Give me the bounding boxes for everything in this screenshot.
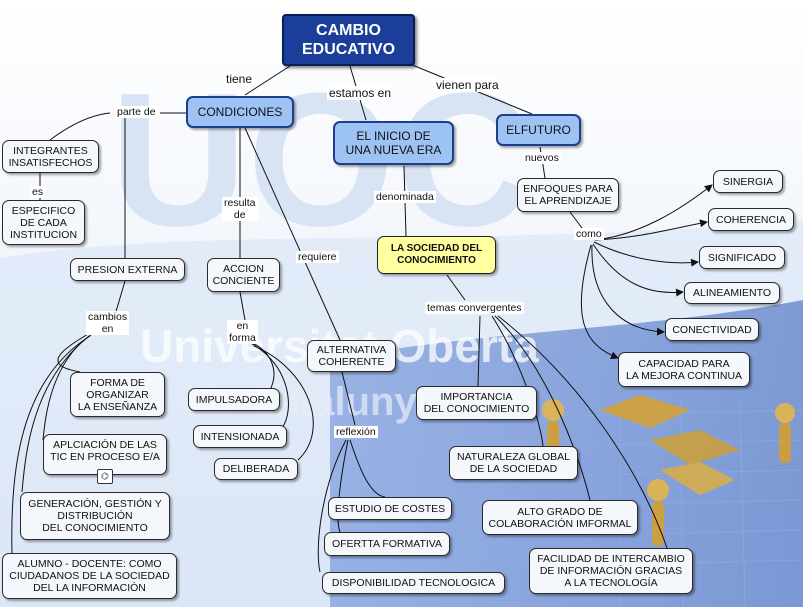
concept-sociedad-conocimiento[interactable]: LA SOCIEDAD DEL CONOCIMIENTO <box>377 236 496 274</box>
link-label-vienen-para: vienen para <box>434 78 501 92</box>
link-label-requiere: requiere <box>296 251 339 263</box>
node-generacion-gestion[interactable]: GENERACIÓN, GESTIÓN Y DISTRIBUCIÓN DEL C… <box>20 492 170 540</box>
node-impulsadora[interactable]: IMPULSADORA <box>188 388 280 411</box>
link-label-como: como <box>574 228 604 240</box>
node-ofertta-formativa[interactable]: OFERTTA FORMATIVA <box>324 532 450 556</box>
link-label-denominada: denominada <box>374 191 436 203</box>
node-alumno-docente[interactable]: ALUMNO - DOCENTE: COMO CIUDADANOS DE LA … <box>2 553 177 599</box>
node-coherencia[interactable]: COHERENCIA <box>708 208 794 231</box>
node-disponibilidad-tecnologica[interactable]: DISPONIBILIDAD TECNOLOGICA <box>322 572 505 594</box>
node-naturaleza-global[interactable]: NATURALEZA GLOBAL DE LA SOCIEDAD <box>449 446 578 480</box>
node-significado[interactable]: SIGNIFICADO <box>699 246 785 269</box>
link-label-es: es <box>30 186 46 198</box>
node-presion-externa[interactable]: PRESION EXTERNA <box>70 258 185 281</box>
node-enfoques-aprendizaje[interactable]: ENFOQUES PARA EL APRENDIZAJE <box>517 178 619 212</box>
node-intensionada[interactable]: INTENSIONADA <box>193 425 287 448</box>
link-label-cambios-en: cambios en <box>86 311 130 335</box>
node-sinergia[interactable]: SINERGIA <box>713 170 783 193</box>
concept-condiciones[interactable]: CONDICIONES <box>186 96 294 128</box>
link-label-nuevos: nuevos <box>523 152 561 164</box>
concept-elfuturo[interactable]: ELFUTURO <box>496 114 581 146</box>
link-label-en-forma: en forma <box>227 320 258 344</box>
node-importancia-conocimiento[interactable]: IMPORTANCIA DEL CONOCIMIENTO <box>416 386 537 420</box>
node-alineamiento[interactable]: ALINEAMIENTO <box>684 282 780 304</box>
node-conectividad[interactable]: CONECTIVIDAD <box>665 318 759 341</box>
node-estudio-costes[interactable]: ESTUDIO DE COSTES <box>328 497 452 520</box>
node-facilidad-intercambio[interactable]: FACILIDAD DE INTERCAMBIO DE INFORMACIÓN … <box>529 548 693 594</box>
main-title-node[interactable]: CAMBIO EDUCATIVO <box>282 14 415 66</box>
concept-inicio-nueva-era[interactable]: EL INICIO DE UNA NUEVA ERA <box>333 121 454 165</box>
node-alto-grado[interactable]: ALTO GRADO DE COLABORACIÓN IMFORMAL <box>482 500 638 535</box>
node-aplicacion-tic[interactable]: APLCIACIÓN DE LAS TIC EN PROCESO E/A <box>43 434 167 475</box>
node-especifico[interactable]: ESPECIFICO DE CADA INSTITUCION <box>2 200 85 245</box>
link-label-estamos-en: estamos en <box>327 86 394 100</box>
node-capacidad-mejora[interactable]: CAPACIDAD PARA LA MEJORA CONTINUA <box>618 352 750 387</box>
hierarchy-icon[interactable]: ⌬ <box>97 469 113 484</box>
node-integrantes[interactable]: INTEGRANTES INSATISFECHOS <box>2 140 99 173</box>
link-label-tiene: tiene <box>224 72 255 86</box>
node-forma-organizar[interactable]: FORMA DE ORGANIZAR LA ENSEÑANZA <box>70 372 165 417</box>
link-label-parte-de: parte de <box>115 106 158 118</box>
node-accion-conciente[interactable]: ACCION CONCIENTE <box>207 258 280 292</box>
link-label-resulta-de: resulta de <box>222 197 258 221</box>
node-alternativa-coherente[interactable]: ALTERNATIVA COHERENTE <box>307 340 396 372</box>
node-deliberada[interactable]: DELIBERADA <box>214 458 298 480</box>
link-label-temas-convergentes: temas convergentes <box>425 302 524 314</box>
link-label-reflexion: reflexión <box>334 426 378 438</box>
